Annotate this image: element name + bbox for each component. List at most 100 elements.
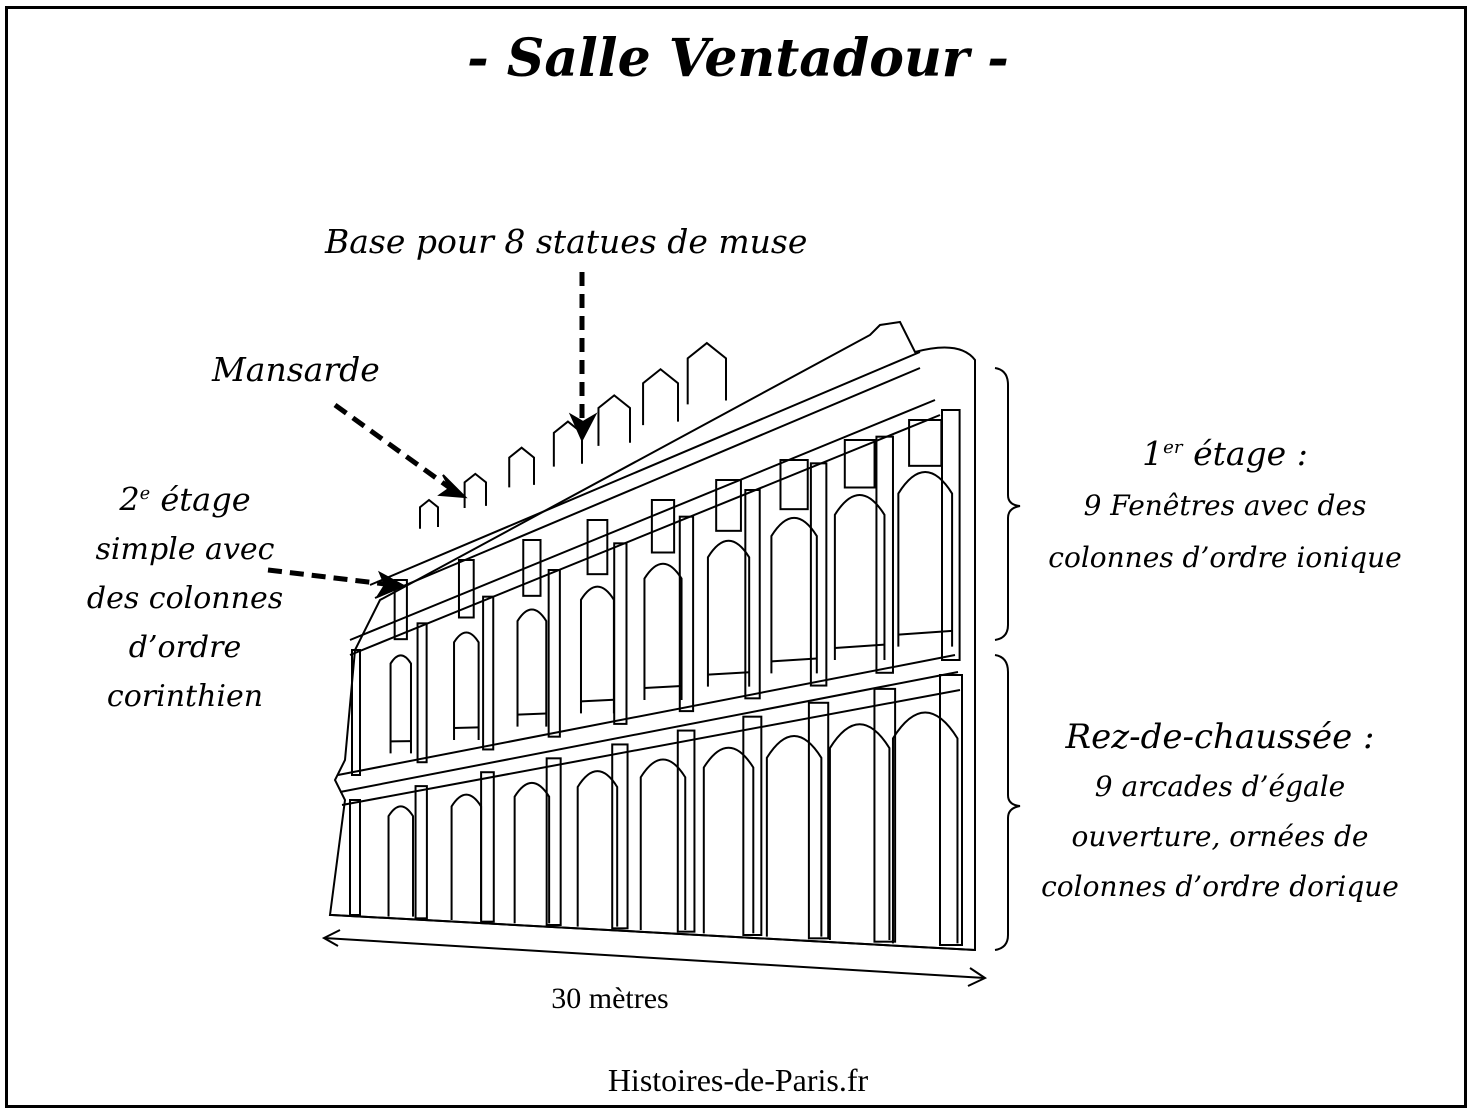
balustrade (580, 698, 614, 703)
first-floor-column (809, 462, 828, 687)
first-floor-window (453, 631, 480, 740)
first-floor-column (941, 409, 961, 661)
label-base-statues: Base pour 8 statues de muse (325, 222, 808, 261)
mansarde-arrow-head (437, 474, 468, 499)
ground-floor-column (873, 687, 897, 943)
ground-line (331, 914, 976, 951)
first-floor-window (389, 654, 412, 754)
first-floor-column (744, 489, 761, 700)
second-floor-window (715, 479, 742, 532)
second-floor-window (843, 439, 876, 489)
first-floor-column (613, 542, 628, 725)
ground-floor-line: 9 arcades d’égale (1094, 770, 1346, 803)
ground-floor-column (414, 785, 428, 920)
width-dimension (321, 929, 988, 987)
ground-floor-column (807, 701, 830, 940)
label-second-floor: 2e étage simple avec des colonnes d’ordr… (60, 470, 310, 721)
mansard-dormer (642, 367, 679, 426)
facade-outline-path (328, 320, 976, 952)
second-floor-window (457, 559, 475, 619)
width-dimension-line (323, 937, 986, 979)
first-floor-line: 9 Fenêtres avec des (1083, 489, 1367, 522)
balustrade (517, 712, 547, 716)
second-floor-arrow-head (375, 570, 407, 599)
balustrade (771, 657, 817, 663)
first-floor-column (351, 649, 361, 776)
first-floor-column (678, 515, 695, 713)
ground-floor-column (742, 715, 763, 937)
ground-floor-cornice (337, 654, 961, 806)
ground-floor-column (939, 674, 963, 946)
ground-floor-column (611, 743, 629, 930)
first-floor-window (579, 585, 615, 714)
first-floor-column (416, 622, 428, 764)
ground-floor-arcade (387, 805, 415, 917)
second-floor-line: corinthien (106, 678, 264, 714)
second-floor-window (908, 419, 943, 467)
mansard-dormer (419, 498, 439, 529)
first-floor-heading: 1er étage : (1142, 434, 1308, 473)
balustrade (898, 629, 953, 636)
ground-floor-bracket (994, 654, 1021, 951)
page-title: - Salle Ventadour - (467, 28, 1009, 89)
ground-floor-heading: Rez-de-chaussée : (1065, 717, 1375, 757)
ground-floor-arcade (828, 723, 891, 940)
label-first-floor: 1er étage : 9 Fenêtres avec des colonnes… (1030, 422, 1420, 584)
first-floor-bracket (994, 367, 1021, 641)
label-ground-floor: Rez-de-chaussée : 9 arcades d’égale ouve… (1020, 712, 1420, 912)
first-floor-cornice (349, 399, 941, 656)
first-floor-window (516, 608, 548, 727)
level-brackets (994, 367, 1021, 951)
second-floor-window (650, 499, 676, 554)
first-floor-window (770, 517, 818, 674)
ground-floor-line: colonnes d’ordre dorique (1041, 870, 1399, 903)
width-dimension-left-head (321, 929, 341, 947)
first-floor-column (875, 435, 894, 674)
second-floor-window (779, 459, 809, 511)
label-mansarde: Mansarde (212, 350, 380, 389)
balustrade (834, 643, 885, 649)
first-floor-window (706, 539, 751, 687)
annotation-arrows (267, 272, 585, 587)
width-dimension-right-head (967, 967, 988, 987)
second-floor-line: d’ordre (128, 629, 242, 665)
second-floor-window (522, 539, 542, 597)
diagram-frame (5, 6, 1467, 1108)
ground-floor-arcade (891, 711, 959, 944)
ground-floor-arcade (513, 781, 551, 924)
balustrade (644, 685, 682, 689)
statues-arrow-head (568, 412, 598, 443)
second-floor-window (393, 579, 408, 641)
second-floor-heading: 2e étage (119, 480, 251, 519)
ground-floor-arcade (576, 770, 619, 927)
mansard-dormer (463, 472, 487, 509)
second-floor-window (586, 519, 609, 576)
mansard-dormer (552, 420, 583, 467)
arrow-heads (375, 412, 598, 599)
mansard-dormer (508, 446, 535, 488)
mansard-dormer (686, 341, 727, 405)
ground-floor-line: ouverture, ornées de (1071, 820, 1369, 853)
ground-floor-column (349, 799, 361, 916)
mansarde-arrow-line (333, 402, 452, 491)
ground-floor-arcade (702, 746, 755, 934)
first-floor-line: colonnes d’ordre ionique (1048, 541, 1402, 574)
second-floor-arrow-line (267, 567, 386, 587)
first-floor-window (897, 471, 954, 647)
first-floor-column (547, 569, 561, 738)
facade-outline (328, 320, 976, 952)
balustrade (707, 671, 750, 676)
ground-floor-column (676, 729, 696, 933)
second-floor-line: des colonnes (86, 580, 284, 616)
ground-floor-arcade (450, 793, 483, 920)
mansard-dormer (597, 394, 631, 446)
balustrade (454, 726, 479, 729)
ground-floor-arcade (639, 758, 687, 930)
first-floor-window (833, 494, 886, 660)
footer-site-name: Histoires-de-Paris.fr (607, 1062, 869, 1098)
ground-floor-column (545, 757, 562, 926)
first-floor-column (482, 595, 495, 751)
ground-floor-arcade (765, 735, 823, 937)
second-floor-line: simple avec (95, 531, 275, 567)
ground-floor-column (480, 771, 495, 923)
